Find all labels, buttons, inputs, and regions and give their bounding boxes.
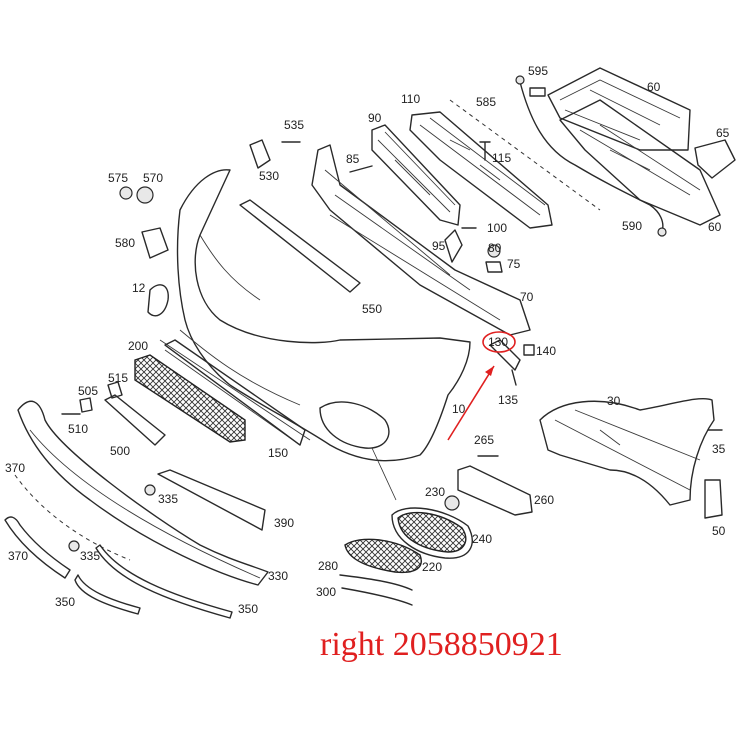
callout-550: 550 (362, 302, 382, 316)
holder-230 (444, 495, 460, 511)
part-number-caption: right 2058850921 (320, 626, 563, 663)
carrier-30 (539, 397, 715, 506)
callout-135: 135 (498, 393, 518, 407)
strip-280 (339, 574, 413, 591)
grille-frame-110 (409, 111, 553, 229)
callout-230: 230 (425, 485, 445, 499)
strip-300 (341, 587, 413, 606)
callout-200: 200 (128, 339, 148, 353)
highlight-arrow (447, 365, 495, 441)
impact-absorber-60-upper (547, 67, 691, 151)
callout-370-upper: 370 (5, 461, 25, 475)
module-580 (141, 227, 169, 259)
impact-absorber-60-lower (559, 99, 721, 226)
callout-75: 75 (507, 257, 521, 271)
clip-140 (523, 344, 535, 356)
guide-130 (489, 339, 521, 371)
spoiler-330 (17, 400, 269, 586)
callout-30: 30 (607, 394, 621, 408)
highlight-circle-130 (482, 331, 516, 353)
callout-370-lower: 370 (8, 549, 28, 563)
bolt-135 (511, 369, 517, 386)
trim-500 (104, 394, 166, 446)
strip-350-right (95, 544, 233, 619)
callout-95: 95 (432, 239, 446, 253)
callout-110: 110 (401, 92, 420, 106)
clip-335 (68, 484, 156, 552)
nut-80-75 (485, 244, 503, 273)
cable-590 (515, 75, 667, 237)
callout-500: 500 (110, 444, 130, 458)
bumper-cover-10 (159, 169, 471, 462)
holder-95 (444, 229, 463, 263)
callout-240: 240 (472, 532, 492, 546)
callout-10: 10 (452, 402, 466, 416)
strip-390 (157, 469, 266, 531)
callout-35: 35 (712, 442, 726, 456)
sensor-595 (529, 87, 546, 97)
grille-240 (391, 507, 473, 559)
callout-100: 100 (487, 221, 507, 235)
strip-550 (239, 199, 361, 293)
callout-150: 150 (268, 446, 288, 460)
callout-90: 90 (368, 111, 382, 125)
callout-130: 130 (488, 335, 508, 349)
callout-60-top: 60 (647, 80, 661, 94)
callout-335-upper: 335 (158, 492, 178, 506)
strip-585 (449, 99, 601, 211)
callout-330: 330 (268, 569, 288, 583)
callout-350-left: 350 (55, 595, 75, 609)
bracket-65 (694, 139, 736, 179)
grille-insert-90 (371, 124, 461, 226)
callout-590: 590 (622, 219, 642, 233)
callout-505: 505 (78, 384, 98, 398)
strip-370-lower (4, 516, 71, 579)
callout-575: 575 (108, 171, 128, 185)
bracket-50 (704, 479, 723, 519)
callout-350-right: 350 (238, 602, 258, 616)
callout-570: 570 (143, 171, 163, 185)
callout-585: 585 (476, 95, 496, 109)
callout-535: 535 (284, 118, 304, 132)
callout-115: 115 (492, 151, 511, 165)
callout-580: 580 (115, 236, 135, 250)
sensors-575-570 (119, 186, 154, 204)
strip-350-left (74, 574, 141, 615)
callout-530: 530 (259, 169, 279, 183)
callout-260: 260 (534, 493, 554, 507)
callout-265: 265 (474, 433, 494, 447)
callout-220: 220 (422, 560, 442, 574)
callout-70: 70 (520, 290, 534, 304)
bolt-115 (479, 141, 491, 161)
trim-150 (164, 339, 306, 446)
callout-515: 515 (108, 371, 128, 385)
callout-60-bottom: 60 (708, 220, 722, 234)
callout-510: 510 (68, 422, 88, 436)
callout-140: 140 (536, 344, 556, 358)
callout-12: 12 (132, 281, 146, 295)
callout-595: 595 (528, 64, 548, 78)
callout-280: 280 (318, 559, 338, 573)
cover-12 (147, 284, 169, 317)
callout-65: 65 (716, 126, 730, 140)
frame-260 (457, 465, 533, 516)
bracket-505-510-515 (61, 381, 123, 415)
support-70 (311, 144, 531, 336)
callout-390: 390 (274, 516, 294, 530)
grille-220 (344, 538, 422, 574)
bracket-535-530 (249, 139, 301, 169)
callout-85: 85 (346, 152, 360, 166)
callout-300: 300 (316, 585, 336, 599)
callout-labels: 595 60 65 60 590 585 110 115 90 535 530 … (5, 64, 730, 616)
callout-80: 80 (488, 241, 502, 255)
bolt-85 (349, 165, 373, 173)
callout-335-lower: 335 (80, 549, 100, 563)
grille-200 (134, 354, 246, 443)
callout-50: 50 (712, 524, 726, 538)
